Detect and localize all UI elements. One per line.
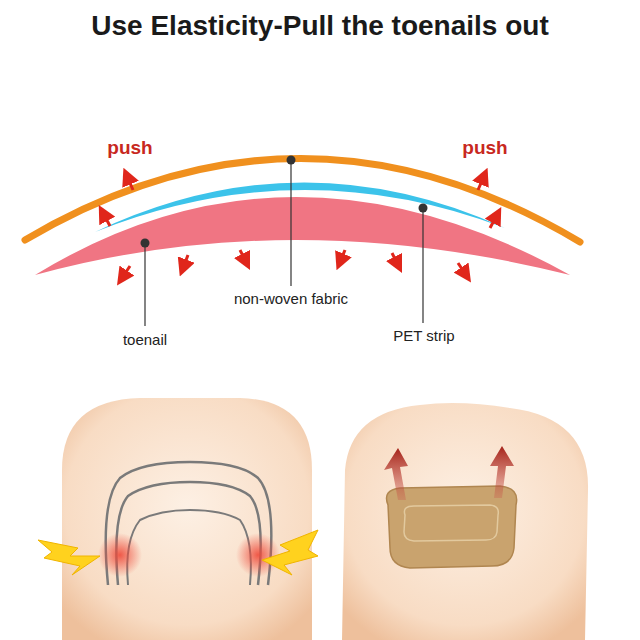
part-label: toenail (121, 331, 169, 348)
right-toe (342, 403, 588, 640)
force-label: push (107, 137, 152, 159)
part-label: non-woven fabric (232, 290, 350, 307)
toenail-shape (35, 197, 570, 275)
push-arrows (103, 176, 497, 228)
leader-dots (141, 156, 428, 248)
leader-lines (145, 160, 423, 326)
part-label: PET strip (391, 327, 456, 344)
down-arrows (122, 250, 466, 278)
diagram-title: Use Elasticity-Pull the toenails out (91, 10, 548, 42)
pet-strip (25, 158, 580, 242)
force-label: push (462, 137, 507, 159)
fabric-strip (95, 182, 505, 232)
left-toe (38, 398, 318, 640)
